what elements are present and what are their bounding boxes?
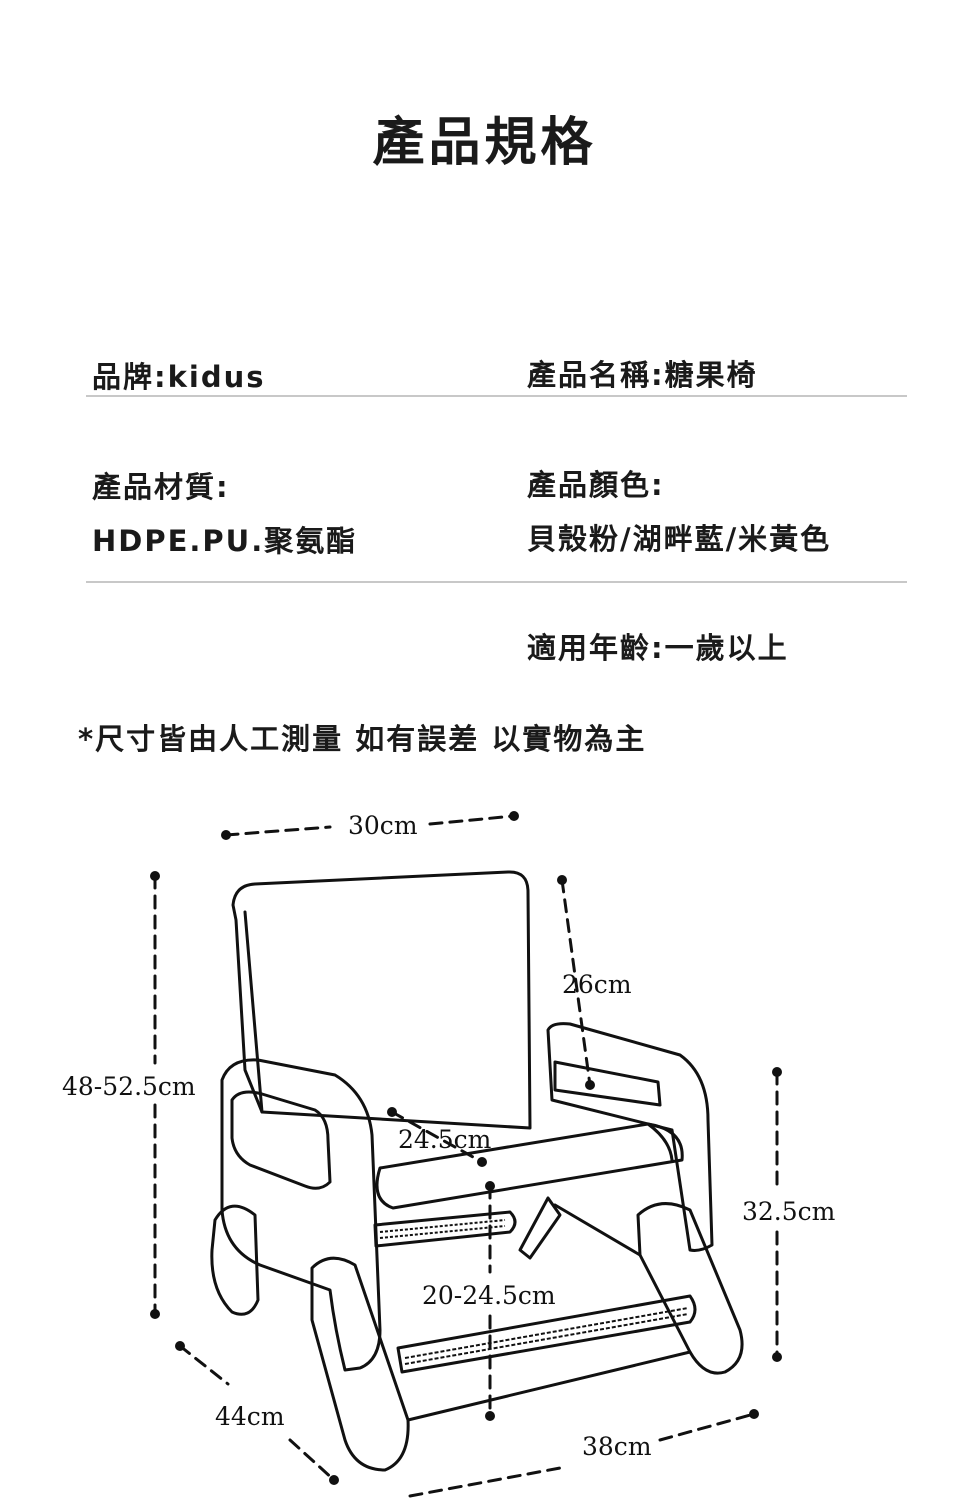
spec-color-value: 貝殼粉/湖畔藍/米黃色 <box>527 522 832 556</box>
chair-upper-footrest <box>373 1210 517 1248</box>
chair-dimension-diagram: 30cm 26cm 48-52.5cm 24.5cm 32.5cm 20-24.… <box>62 811 836 1498</box>
spec-material-value: HDPE.PU.聚氨酯 <box>92 524 358 558</box>
spec-age: 適用年齡:一歲以上 <box>527 631 789 665</box>
spec-material-label: 產品材質: <box>92 470 230 504</box>
chair-left-armrest <box>220 1058 382 1372</box>
dim-back-height: 26cm <box>562 970 632 999</box>
chair-left-back-runner <box>210 1204 260 1316</box>
chair-left-front-runner <box>310 1256 410 1472</box>
chair-lower-footrest <box>396 1294 697 1374</box>
divider-2 <box>86 581 907 583</box>
chair-right-front-runner <box>636 1202 744 1375</box>
dim-top-width: 30cm <box>348 811 418 840</box>
dim-total-height: 48-52.5cm <box>62 1072 196 1101</box>
spec-brand: 品牌:kidus <box>92 360 266 394</box>
dim-seat-height: 20-24.5cm <box>422 1281 556 1310</box>
dim-front-width: 38cm <box>582 1432 652 1461</box>
dim-seat-depth: 24.5cm <box>398 1125 492 1154</box>
measurement-note: *尺寸皆由人工測量 如有誤差 以實物為主 <box>78 722 647 756</box>
spec-color-label: 產品顏色: <box>527 468 665 502</box>
page-title: 產品規格 <box>372 113 597 173</box>
dim-side-depth: 44cm <box>215 1402 285 1431</box>
chair-backrest <box>231 870 532 1130</box>
dim-arm-height: 32.5cm <box>742 1197 836 1226</box>
chair-right-armrest <box>546 1022 714 1252</box>
divider-1 <box>86 395 907 397</box>
spec-product-name: 產品名稱:糖果椅 <box>527 358 758 392</box>
